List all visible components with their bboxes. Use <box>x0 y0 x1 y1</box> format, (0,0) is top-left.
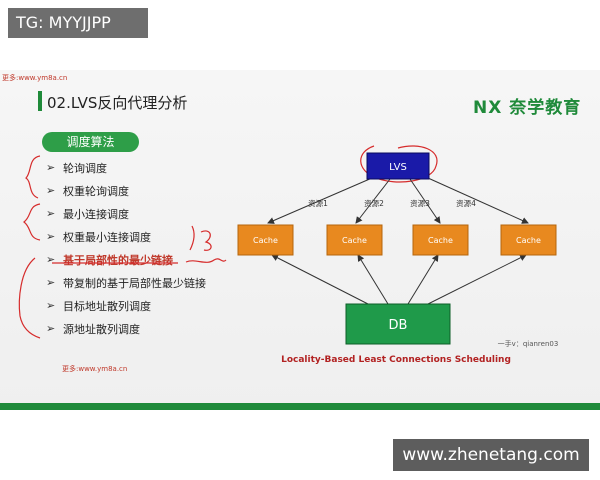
lblc-diagram: 资源1 资源2 资源3 资源4 LVS Cache Cache Cache Ca… <box>18 145 559 365</box>
cache-label: Cache <box>428 236 453 245</box>
bottom-green-rule <box>0 403 600 410</box>
cache-label: Cache <box>253 236 278 245</box>
site-watermark: www.zhenetang.com <box>393 439 589 471</box>
db-node <box>345 303 451 345</box>
contact-text: 一手v：qianren03 <box>498 339 559 348</box>
resource-label-4: 资源4 <box>456 198 476 208</box>
hand-annotations <box>18 145 438 339</box>
arrow-bullet-icon: ➢ <box>46 161 56 174</box>
resource-label-2: 资源2 <box>364 198 384 208</box>
tg-badge: TG: MYYJJPP <box>8 8 148 38</box>
more-link-bottom: 更多:www.ym8a.cn <box>62 365 128 373</box>
brand-logo: NX 奈学教育 <box>473 98 582 118</box>
list-item: ➢最小连接调度 <box>46 207 129 221</box>
list-item: ➢轮询调度 <box>46 161 107 175</box>
cache-label: Cache <box>342 236 367 245</box>
db-links <box>271 254 527 305</box>
arrow-bullet-icon: ➢ <box>46 253 56 266</box>
arrow-bullet-icon: ➢ <box>46 230 56 243</box>
cache-node <box>412 224 469 256</box>
list-item: ➢源地址散列调度 <box>46 322 140 336</box>
list-item: ➢权重最小连接调度 <box>46 230 151 244</box>
arrow-bullet-icon: ➢ <box>46 322 56 335</box>
cache-label: Cache <box>516 236 541 245</box>
list-item: ➢权重轮询调度 <box>46 184 129 198</box>
resource-label-1: 资源1 <box>308 198 328 208</box>
slide-title: 02.LVS反向代理分析 <box>47 94 188 112</box>
list-item: ➢带复制的基于局部性最少链接 <box>46 276 206 290</box>
lvs-label: LVS <box>389 162 407 173</box>
arrow-bullet-icon: ➢ <box>46 184 56 197</box>
list-item: ➢目标地址散列调度 <box>46 299 151 313</box>
arrow-bullet-icon: ➢ <box>46 276 56 289</box>
lvs-node <box>366 152 430 180</box>
lvs-links <box>267 177 529 224</box>
diagram-caption: Locality-Based Least Connections Schedul… <box>281 355 511 365</box>
slide: 更多:www.ym8a.cn 02.LVS反向代理分析 NX 奈学教育 调度算法… <box>0 70 600 410</box>
cache-node <box>500 224 557 256</box>
db-label: DB <box>389 318 408 333</box>
resource-label-3: 资源3 <box>410 198 430 208</box>
arrow-bullet-icon: ➢ <box>46 207 56 220</box>
arrow-bullet-icon: ➢ <box>46 299 56 312</box>
title-accent-bar <box>38 91 42 111</box>
more-link-top: 更多:www.ym8a.cn <box>2 74 68 82</box>
algorithm-list: ➢轮询调度 ➢权重轮询调度 ➢最小连接调度 ➢权重最小连接调度 ➢基于局部性的最… <box>46 156 206 340</box>
cache-node <box>326 224 383 256</box>
section-pill: 调度算法 <box>42 132 139 152</box>
cache-node <box>237 224 294 256</box>
